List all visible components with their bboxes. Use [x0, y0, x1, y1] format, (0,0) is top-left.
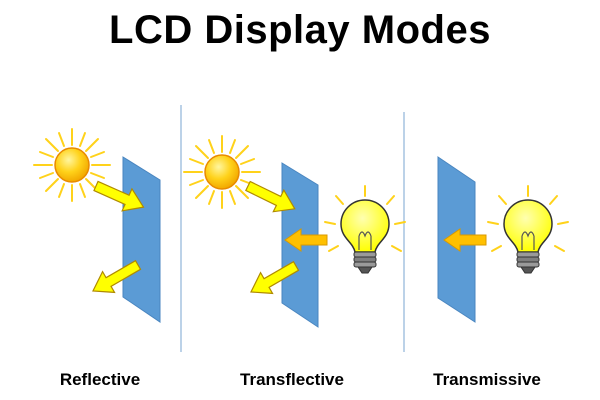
lcd-panel: [122, 156, 161, 323]
reflective-panel-group: [33, 128, 161, 323]
transmissive-panel-group: [437, 156, 569, 323]
page-title: LCD Display Modes: [109, 8, 491, 52]
sun-icon: [183, 135, 261, 209]
transflective-panel-group: [183, 135, 406, 328]
caption-transmissive: Transmissive: [433, 370, 541, 389]
light-bulb-icon: [324, 185, 406, 274]
caption-reflective: Reflective: [59, 370, 141, 389]
caption-transflective: Transflective: [240, 370, 344, 389]
light-bulb-icon: [487, 185, 569, 274]
